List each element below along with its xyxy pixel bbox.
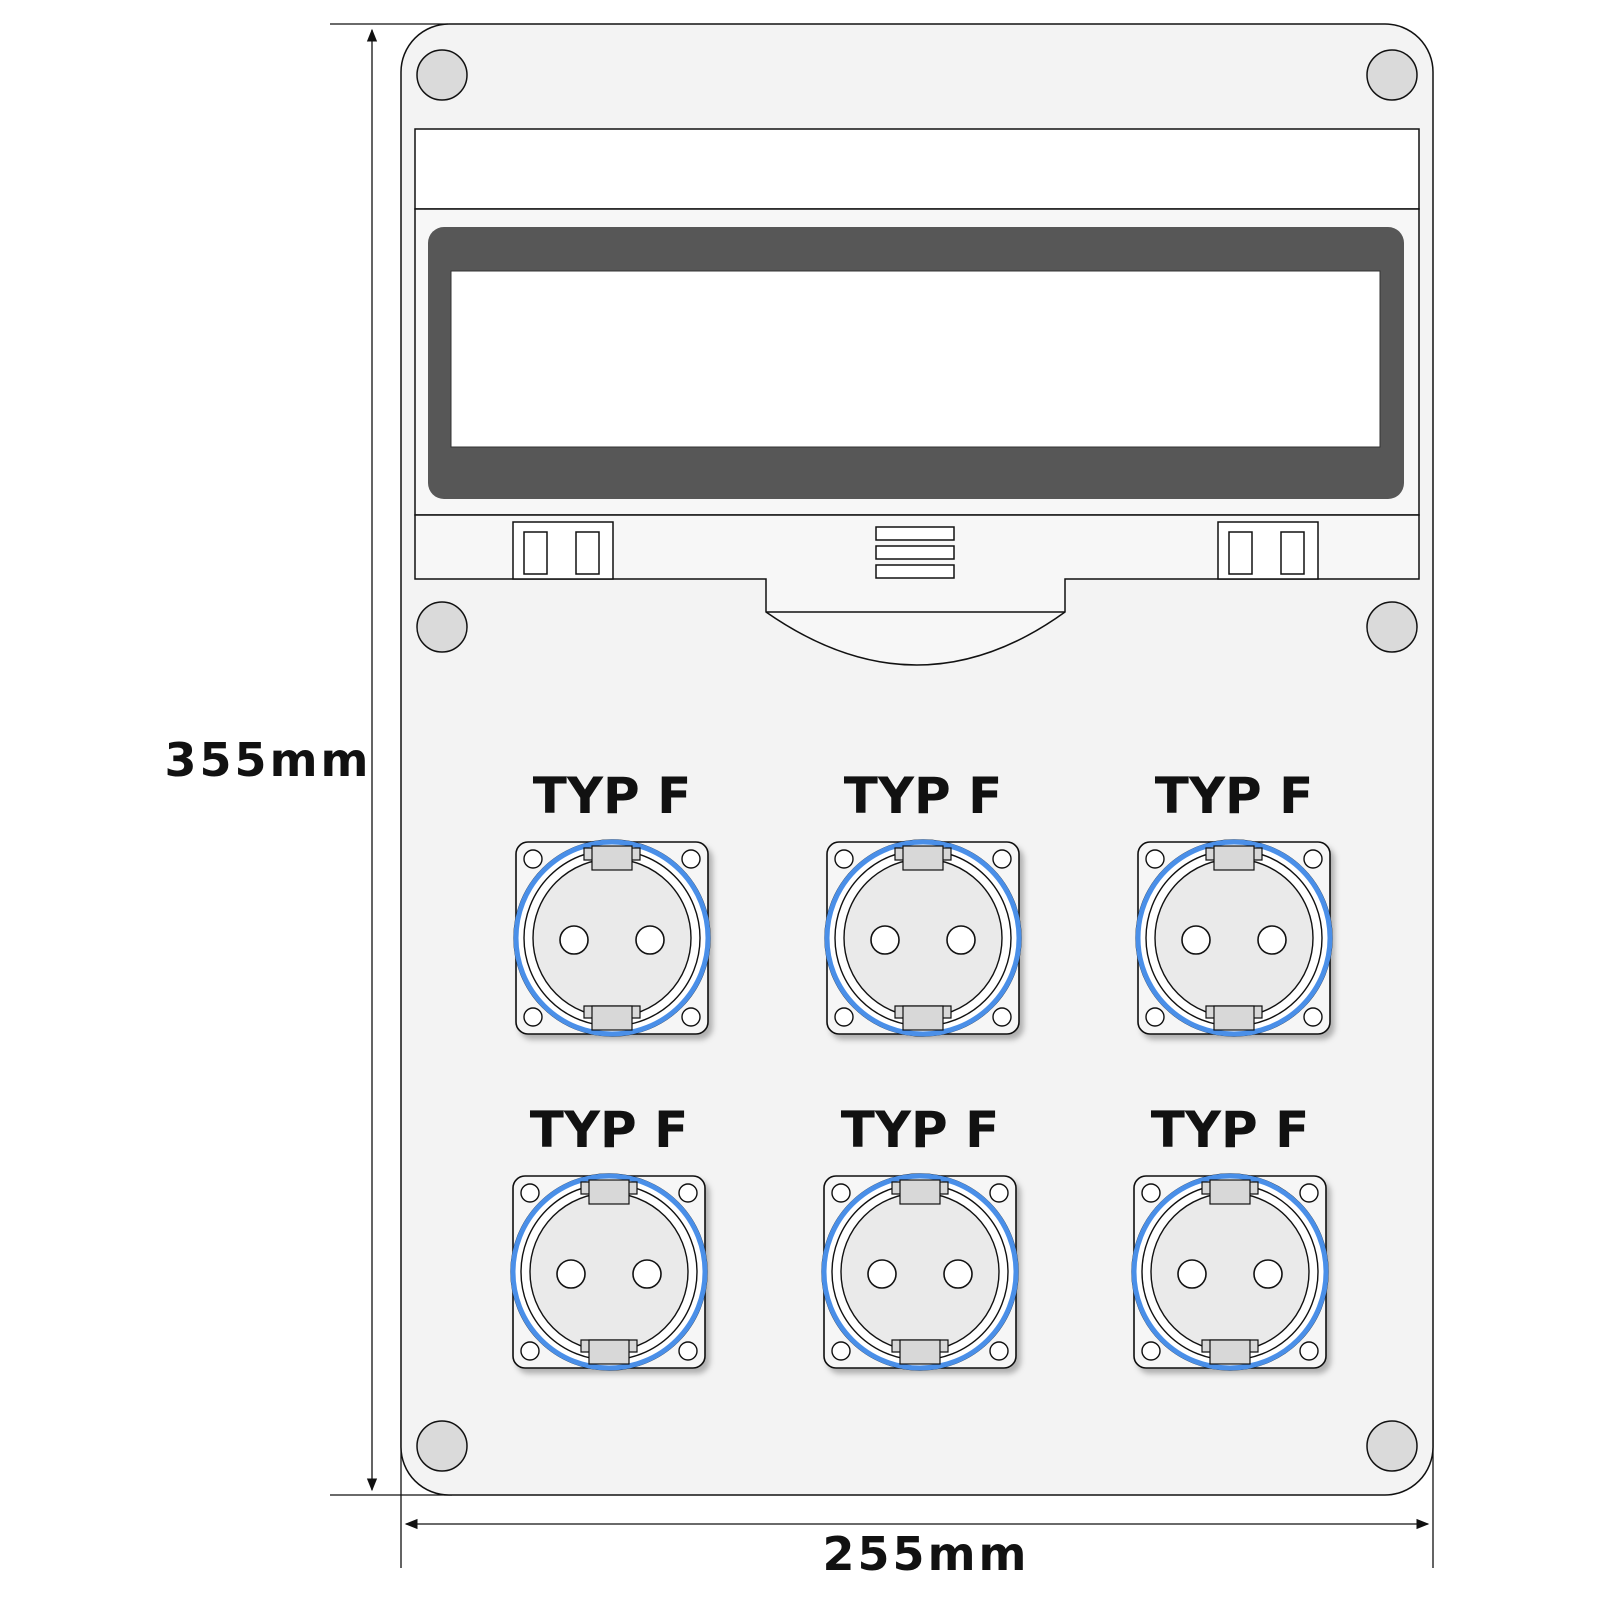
socket-type-label: TYP F bbox=[530, 1101, 689, 1159]
screw-icon bbox=[1366, 601, 1418, 653]
mounting-hole-icon bbox=[1145, 849, 1165, 869]
screw-icon bbox=[416, 49, 468, 101]
screw-icon bbox=[1366, 49, 1418, 101]
socket-face bbox=[1154, 858, 1314, 1018]
pin-hole-icon bbox=[556, 1259, 586, 1289]
mounting-hole-icon bbox=[523, 1007, 543, 1027]
mounting-hole-icon bbox=[989, 1183, 1009, 1203]
socket-outlet: TYP F bbox=[821, 1101, 1019, 1371]
socket-blue-ring bbox=[821, 1173, 1019, 1371]
earthing-clip-icon bbox=[899, 1339, 941, 1365]
mounting-hole-icon bbox=[678, 1183, 698, 1203]
socket-face bbox=[532, 858, 692, 1018]
mounting-hole-icon bbox=[1141, 1183, 1161, 1203]
socket-type-label: TYP F bbox=[1155, 767, 1314, 825]
socket-outlet: TYP F bbox=[1135, 767, 1333, 1037]
screw-icon bbox=[1366, 1420, 1418, 1472]
pin-hole-icon bbox=[1253, 1259, 1283, 1289]
mounting-hole-icon bbox=[992, 1007, 1012, 1027]
mounting-hole-icon bbox=[831, 1341, 851, 1361]
mounting-hole-icon bbox=[681, 1007, 701, 1027]
earthing-clip-icon bbox=[1209, 1339, 1251, 1365]
hinge-strip bbox=[414, 514, 1420, 666]
socket-blue-ring bbox=[1131, 1173, 1329, 1371]
latch-icon bbox=[875, 526, 955, 579]
screw-icon bbox=[416, 601, 468, 653]
socket-face bbox=[843, 858, 1003, 1018]
inspection-window bbox=[414, 208, 1420, 516]
mounting-hole-icon bbox=[520, 1183, 540, 1203]
socket-face bbox=[1150, 1192, 1310, 1352]
pin-hole-icon bbox=[632, 1259, 662, 1289]
window-pane bbox=[450, 270, 1381, 448]
pin-hole-icon bbox=[559, 925, 589, 955]
hinge-left-icon bbox=[512, 521, 614, 580]
socket-outlet: TYP F bbox=[1131, 1101, 1329, 1371]
earthing-clip-icon bbox=[588, 1179, 630, 1205]
mounting-hole-icon bbox=[681, 849, 701, 869]
socket-type-label: TYP F bbox=[841, 1101, 1000, 1159]
earthing-clip-icon bbox=[902, 1005, 944, 1031]
mounting-hole-icon bbox=[523, 849, 543, 869]
earthing-clip-icon bbox=[902, 845, 944, 871]
socket-blue-ring bbox=[510, 1173, 708, 1371]
pin-hole-icon bbox=[1177, 1259, 1207, 1289]
socket-grid: TYP F TYP F TYP F TYP F TYP F TYP F bbox=[510, 767, 1333, 1371]
mounting-hole-icon bbox=[678, 1341, 698, 1361]
screw-icon bbox=[416, 1420, 468, 1472]
hinge-right-icon bbox=[1217, 521, 1319, 580]
pin-hole-icon bbox=[1181, 925, 1211, 955]
earthing-clip-icon bbox=[588, 1339, 630, 1365]
pin-hole-icon bbox=[1257, 925, 1287, 955]
pin-hole-icon bbox=[867, 1259, 897, 1289]
socket-blue-ring bbox=[513, 839, 711, 1037]
socket-blue-ring bbox=[1135, 839, 1333, 1037]
socket-outlet: TYP F bbox=[824, 767, 1022, 1037]
mounting-hole-icon bbox=[520, 1341, 540, 1361]
width-dimension-label: 255mm bbox=[823, 1527, 1030, 1581]
earthing-clip-icon bbox=[899, 1179, 941, 1205]
enclosure-screws bbox=[416, 49, 1418, 1472]
mounting-hole-icon bbox=[989, 1341, 1009, 1361]
socket-outlet: TYP F bbox=[510, 1101, 708, 1371]
socket-type-label: TYP F bbox=[844, 767, 1003, 825]
mounting-hole-icon bbox=[1141, 1341, 1161, 1361]
pin-hole-icon bbox=[870, 925, 900, 955]
socket-type-label: TYP F bbox=[533, 767, 692, 825]
mounting-hole-icon bbox=[1145, 1007, 1165, 1027]
earthing-clip-icon bbox=[591, 1005, 633, 1031]
socket-face bbox=[529, 1192, 689, 1352]
pin-hole-icon bbox=[635, 925, 665, 955]
mounting-hole-icon bbox=[1299, 1341, 1319, 1361]
socket-blue-ring bbox=[824, 839, 1022, 1037]
socket-type-label: TYP F bbox=[1151, 1101, 1310, 1159]
mounting-hole-icon bbox=[1299, 1183, 1319, 1203]
pin-hole-icon bbox=[946, 925, 976, 955]
earthing-clip-icon bbox=[1209, 1179, 1251, 1205]
mounting-hole-icon bbox=[834, 849, 854, 869]
label-strip bbox=[414, 128, 1420, 210]
socket-face bbox=[840, 1192, 1000, 1352]
earthing-clip-icon bbox=[1213, 845, 1255, 871]
earthing-clip-icon bbox=[1213, 1005, 1255, 1031]
socket-outlet: TYP F bbox=[513, 767, 711, 1037]
mounting-hole-icon bbox=[831, 1183, 851, 1203]
mounting-hole-icon bbox=[1303, 1007, 1323, 1027]
height-dimension-label: 355mm bbox=[165, 733, 372, 787]
pin-hole-icon bbox=[943, 1259, 973, 1289]
earthing-clip-icon bbox=[591, 845, 633, 871]
mounting-hole-icon bbox=[1303, 849, 1323, 869]
mounting-hole-icon bbox=[834, 1007, 854, 1027]
mounting-hole-icon bbox=[992, 849, 1012, 869]
